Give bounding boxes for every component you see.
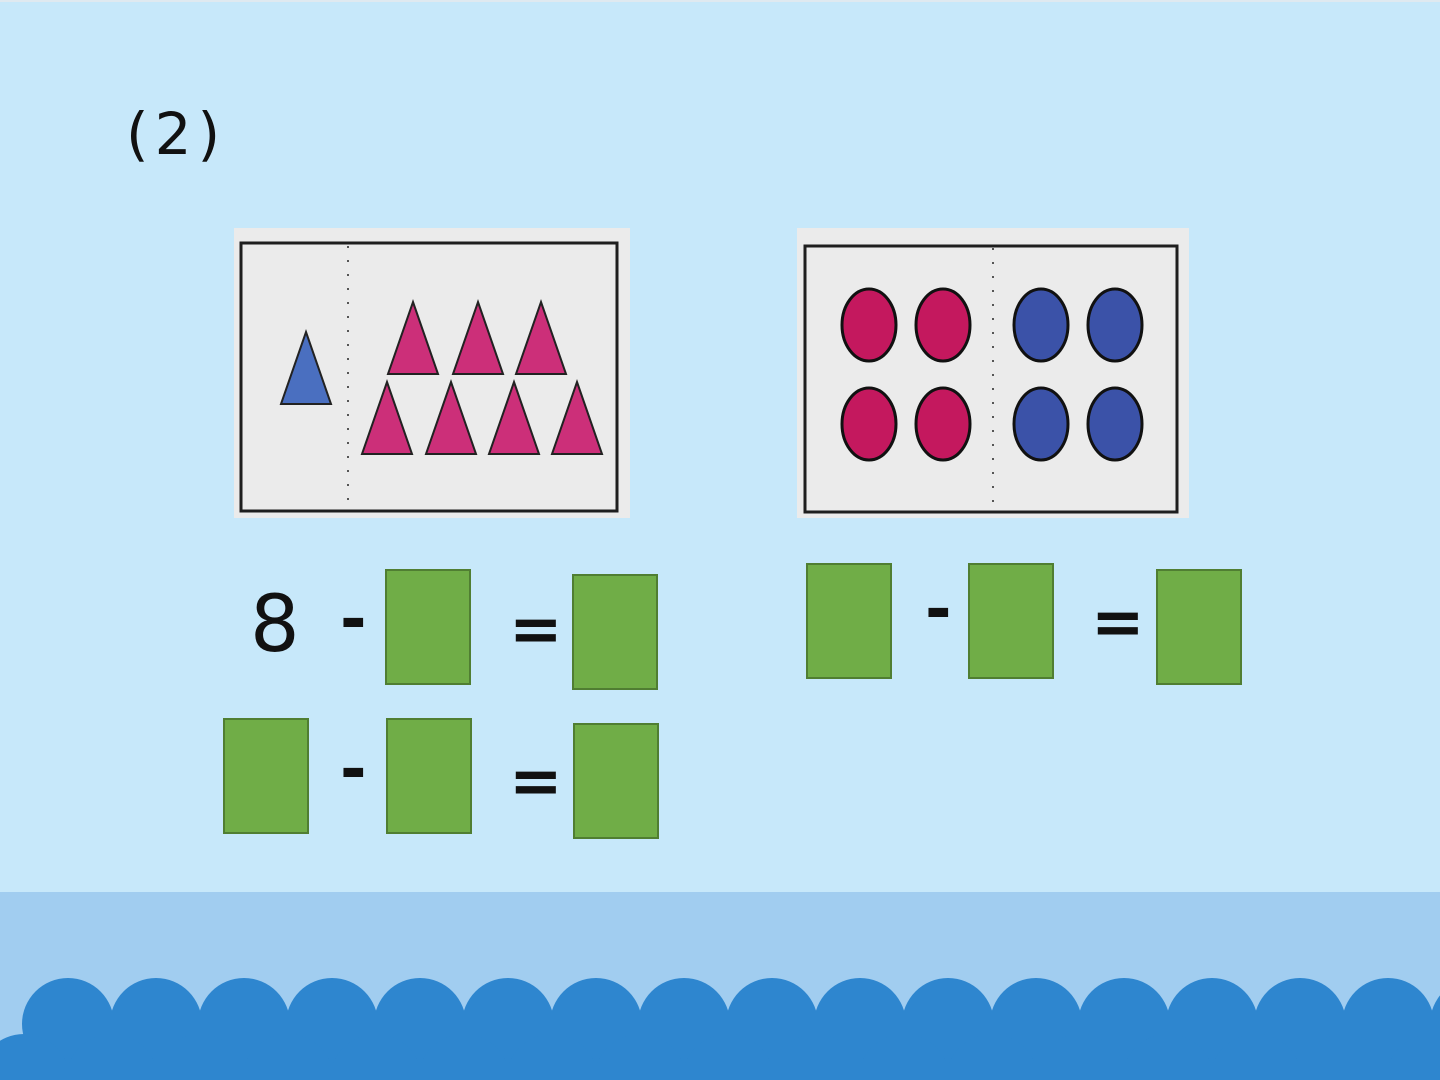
card-frame xyxy=(803,244,1179,514)
pink-triangle xyxy=(424,378,478,455)
pink-oval xyxy=(914,386,972,462)
wave-base xyxy=(0,1064,1440,1080)
wave-decoration xyxy=(0,960,1440,1080)
equation-3-answer-box-1[interactable] xyxy=(223,718,309,834)
pink-oval xyxy=(840,386,898,462)
card-frame xyxy=(239,241,619,513)
equation-2-equals: = xyxy=(1091,586,1145,660)
blue-oval xyxy=(1012,386,1070,462)
question-number: (2) xyxy=(126,100,227,168)
pink-triangle xyxy=(360,378,414,455)
blue-oval xyxy=(1086,386,1144,462)
pink-triangle xyxy=(487,378,541,455)
pink-triangle xyxy=(451,298,505,375)
equation-1-minus: - xyxy=(340,583,367,657)
equation-3-minus: - xyxy=(340,733,367,807)
equation-1-first-number: 8 xyxy=(250,580,300,670)
equation-2-answer-box-2[interactable] xyxy=(968,563,1054,679)
pink-triangle xyxy=(550,378,604,455)
equation-2-answer-box-3[interactable] xyxy=(1156,569,1242,685)
equation-3-answer-box-3[interactable] xyxy=(573,723,659,839)
card-background xyxy=(797,228,1189,518)
pink-oval xyxy=(840,287,898,363)
ovals-picture xyxy=(797,228,1189,518)
blue-triangle xyxy=(279,328,333,405)
equation-1-answer-box-1[interactable] xyxy=(385,569,471,685)
equation-2-minus: - xyxy=(925,573,952,647)
equation-1-answer-box-2[interactable] xyxy=(572,574,658,690)
blue-oval xyxy=(1086,287,1144,363)
top-divider xyxy=(0,0,1440,2)
blue-oval xyxy=(1012,287,1070,363)
triangles-picture xyxy=(234,228,630,518)
equation-1-equals: = xyxy=(509,593,563,667)
pink-oval xyxy=(914,287,972,363)
equation-2-answer-box-1[interactable] xyxy=(806,563,892,679)
equation-3-answer-box-2[interactable] xyxy=(386,718,472,834)
equation-3-equals: = xyxy=(509,745,563,819)
pink-triangle xyxy=(386,298,440,375)
pink-triangle xyxy=(514,298,568,375)
